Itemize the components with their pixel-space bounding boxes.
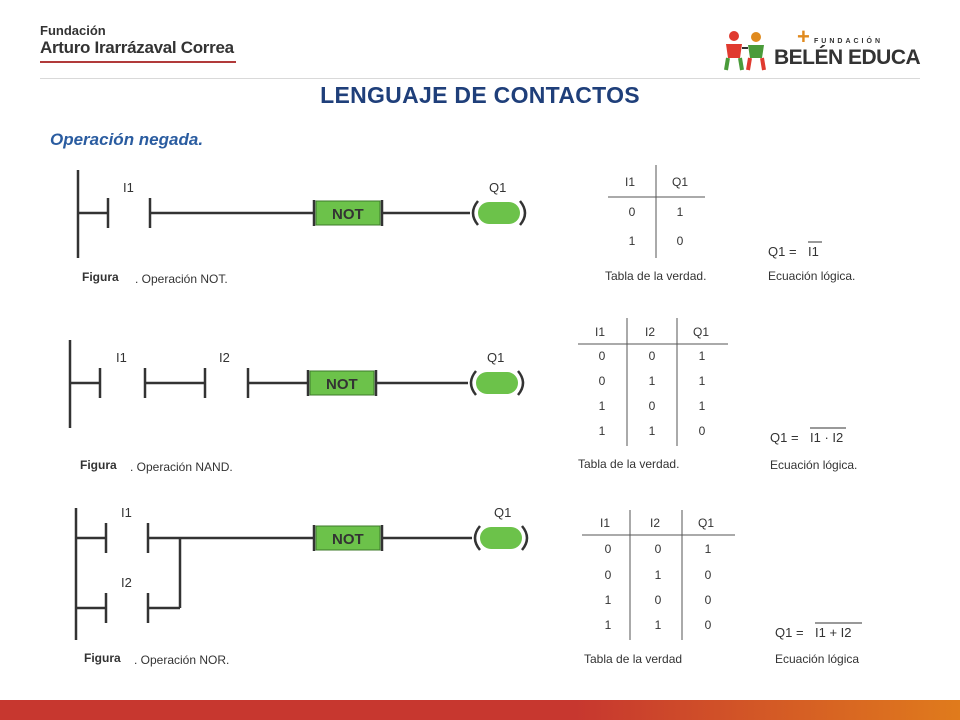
logo-belen-educa: + FUNDACIÓN BELÉN EDUCA: [722, 24, 927, 72]
contact-label: I1: [123, 180, 134, 195]
figure-word: Figura: [84, 651, 121, 665]
table-header: I1: [600, 516, 610, 530]
table-caption: Tabla de la verdad.: [578, 457, 679, 471]
not-label: NOT: [326, 376, 358, 393]
table-cell: 1: [699, 374, 706, 388]
table-header: Q1: [672, 175, 688, 189]
logo-right-small: FUNDACIÓN: [814, 38, 883, 45]
equation-caption: Ecuación lógica.: [770, 458, 857, 472]
table-header: I2: [645, 325, 655, 339]
table-cell: 0: [677, 234, 684, 248]
logo-right-name: BELÉN EDUCA: [774, 46, 921, 69]
logo-left-line2: Arturo Irarrázaval Correa: [40, 38, 234, 57]
table-cell: 1: [655, 618, 662, 632]
ladder-diagrams: I1 NOT Q1 Figura . Operación NOT. I1 I2 …: [68, 165, 862, 667]
cross-icon: +: [797, 24, 810, 49]
table-cell: 1: [649, 424, 656, 438]
truth-table-2: [578, 318, 728, 446]
table-cell: 0: [605, 568, 612, 582]
equation-rhs: I1: [808, 244, 819, 259]
coil-left-1: [471, 200, 479, 226]
logo-fundacion-arturo-irarrazaval: Fundación Arturo Irarrázaval Correa: [40, 24, 240, 63]
contact-label: I1: [116, 350, 127, 365]
figure-caption: . Operación NOT.: [135, 272, 228, 286]
table-cell: 0: [699, 424, 706, 438]
table-cell: 0: [599, 349, 606, 363]
not-block-2: [309, 370, 375, 396]
table-caption: Tabla de la verdad.: [605, 269, 706, 283]
table-cell: 0: [629, 205, 636, 219]
table-cell: 0: [649, 399, 656, 413]
footer-color-bar: [0, 700, 960, 720]
coil-q1-1: [478, 202, 520, 224]
coil-label: Q1: [494, 505, 511, 520]
page-subtitle: Operación negada.: [50, 130, 204, 149]
coil-label: Q1: [489, 180, 506, 195]
table-cell: 1: [649, 374, 656, 388]
coil-q1-3: [480, 527, 522, 549]
contact-label: I2: [219, 350, 230, 365]
table-cell: 1: [599, 399, 606, 413]
equation-lhs: Q1 =: [768, 244, 797, 259]
table-cell: 0: [655, 542, 662, 556]
figure-caption: . Operación NOR.: [134, 653, 229, 667]
table-cell: 0: [649, 349, 656, 363]
not-block-3: [315, 525, 381, 551]
table-caption: Tabla de la verdad: [584, 652, 682, 666]
equation-rhs: I1 + I2: [815, 625, 852, 640]
table-header: I1: [625, 175, 635, 189]
table-cell: 1: [629, 234, 636, 248]
not-label: NOT: [332, 206, 364, 223]
table-cell: 1: [605, 593, 612, 607]
equation-lhs: Q1 =: [770, 430, 799, 445]
figure-caption: . Operación NAND.: [130, 460, 233, 474]
children-logo-icon: [724, 31, 766, 71]
contact-label: I2: [121, 575, 132, 590]
table-cell: 1: [699, 399, 706, 413]
page-title: LENGUAJE DE CONTACTOS: [320, 82, 640, 108]
coil-right-1: [519, 200, 527, 226]
figure-word: Figura: [82, 270, 119, 284]
table-cell: 0: [705, 593, 712, 607]
table-cell: 0: [705, 568, 712, 582]
table-header: Q1: [698, 516, 714, 530]
table-cell: 0: [605, 542, 612, 556]
table-header: Q1: [693, 325, 709, 339]
table-cell: 1: [699, 349, 706, 363]
not-label: NOT: [332, 531, 364, 548]
coil-label: Q1: [487, 350, 504, 365]
table-cell: 1: [605, 618, 612, 632]
table-cell: 0: [655, 593, 662, 607]
table-cell: 1: [677, 205, 684, 219]
equation-rhs: I1 · I2: [810, 430, 843, 445]
logo-left-underline: [40, 61, 236, 63]
header-divider: [40, 78, 920, 79]
table-cell: 1: [655, 568, 662, 582]
equation-caption: Ecuación lógica.: [768, 269, 855, 283]
equation-lhs: Q1 =: [775, 625, 804, 640]
table-cell: 0: [599, 374, 606, 388]
logo-left-line1: Fundación: [40, 23, 106, 38]
truth-table-3: [582, 510, 735, 640]
contact-label: I1: [121, 505, 132, 520]
table-cell: 1: [599, 424, 606, 438]
truth-table-1: [608, 165, 705, 258]
table-header: I2: [650, 516, 660, 530]
figure-word: Figura: [80, 458, 117, 472]
not-block-1: [315, 200, 381, 226]
table-header: I1: [595, 325, 605, 339]
table-cell: 0: [705, 618, 712, 632]
table-cell: 1: [705, 542, 712, 556]
equation-caption: Ecuación lógica: [775, 652, 859, 666]
coil-q1-2: [476, 372, 518, 394]
